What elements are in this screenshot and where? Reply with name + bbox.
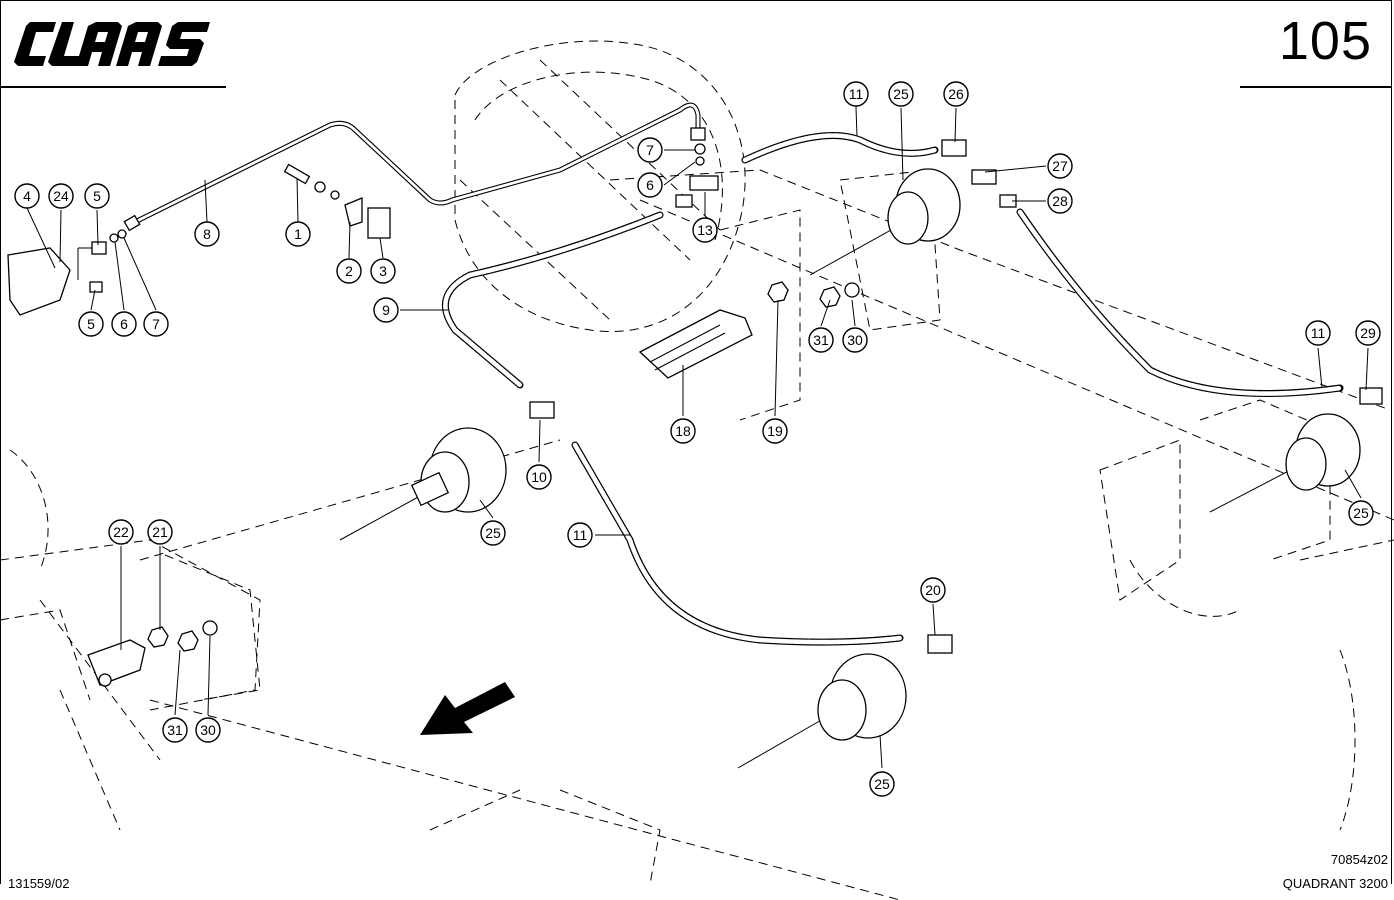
svg-text:7: 7: [646, 142, 654, 158]
callout-9: 9: [373, 297, 399, 323]
callout-30: 30: [842, 327, 868, 353]
svg-text:19: 19: [767, 423, 783, 439]
callout-4: 4: [14, 183, 40, 209]
clevis-18: [638, 309, 753, 379]
callout-28: 28: [1047, 188, 1073, 214]
svg-text:6: 6: [120, 316, 128, 332]
svg-text:1: 1: [294, 226, 302, 242]
travel-direction-arrow-icon: [420, 682, 515, 735]
svg-text:18: 18: [675, 423, 691, 439]
svg-text:25: 25: [874, 776, 890, 792]
callout-7: 7: [143, 311, 169, 337]
svg-text:11: 11: [849, 86, 864, 102]
callout-7: 7: [637, 137, 663, 163]
svg-text:26: 26: [948, 86, 964, 102]
leader-lines: [26, 99, 1369, 769]
header-rule-left: [0, 86, 226, 88]
header-rule-right: [1240, 86, 1392, 88]
svg-text:5: 5: [87, 316, 95, 332]
brand-logo: [14, 22, 210, 66]
callout-27: 27: [1047, 153, 1073, 179]
svg-text:27: 27: [1052, 158, 1068, 174]
svg-text:2: 2: [345, 263, 353, 279]
brake-pipe-8: [123, 102, 706, 232]
brake-chamber-bottom: [737, 653, 907, 769]
svg-text:30: 30: [200, 722, 216, 738]
svg-text:24: 24: [53, 188, 69, 204]
svg-text:11: 11: [573, 527, 588, 543]
callout-5: 5: [78, 311, 104, 337]
callout-30: 30: [195, 717, 221, 743]
callout-21: 21: [147, 519, 173, 545]
brake-hoses: [442, 132, 1344, 646]
brake-chamber-right: [1209, 413, 1361, 513]
svg-text:7: 7: [152, 316, 160, 332]
callout-19: 19: [762, 418, 788, 444]
callout-26: 26: [943, 81, 969, 107]
page-number: 105: [1278, 11, 1372, 71]
svg-text:6: 6: [646, 177, 654, 193]
callout-31: 31: [808, 327, 834, 353]
callout-29: 29: [1355, 320, 1381, 346]
svg-text:3: 3: [379, 263, 387, 279]
svg-text:28: 28: [1052, 193, 1068, 209]
svg-text:8: 8: [203, 226, 211, 242]
callout-10: 10: [526, 464, 552, 490]
svg-text:30: 30: [847, 332, 863, 348]
callout-13: 13: [692, 217, 718, 243]
svg-text:25: 25: [1353, 505, 1369, 521]
callout-11: 11: [567, 522, 593, 548]
callout-6: 6: [111, 311, 137, 337]
callout-6: 6: [637, 172, 663, 198]
machine-model-name: QUADRANT 3200: [1282, 876, 1388, 891]
svg-text:9: 9: [382, 302, 390, 318]
svg-text:25: 25: [485, 525, 501, 541]
svg-text:25: 25: [893, 86, 909, 102]
document-number: 131559/02: [8, 876, 70, 891]
brake-chamber-left: [339, 427, 507, 541]
callout-11: 11: [1305, 320, 1331, 346]
callout-25: 25: [480, 520, 506, 546]
clevis-22: [87, 639, 146, 687]
callout-5: 5: [84, 183, 110, 209]
callout-25: 25: [1348, 500, 1374, 526]
svg-text:22: 22: [113, 524, 129, 540]
svg-text:31: 31: [813, 332, 829, 348]
callout-2: 2: [336, 258, 362, 284]
callout-20: 20: [920, 577, 946, 603]
brake-chamber-top: [809, 168, 961, 276]
small-fittings: [7, 139, 1383, 654]
callout-25: 25: [888, 81, 914, 107]
machine-outline-dashed: [0, 40, 1394, 900]
callout-25: 25: [869, 771, 895, 797]
svg-text:13: 13: [697, 222, 713, 238]
svg-text:11: 11: [1311, 325, 1326, 341]
svg-text:21: 21: [152, 524, 168, 540]
svg-text:31: 31: [167, 722, 183, 738]
drawing-reference-code: 70854z02: [1330, 852, 1388, 867]
svg-text:29: 29: [1360, 325, 1376, 341]
callout-24: 24: [48, 183, 74, 209]
callout-3: 3: [370, 258, 396, 284]
svg-text:20: 20: [925, 582, 941, 598]
callout-18: 18: [670, 418, 696, 444]
callout-8: 8: [194, 221, 220, 247]
callout-31: 31: [162, 717, 188, 743]
svg-text:10: 10: [531, 469, 547, 485]
svg-text:4: 4: [23, 188, 31, 204]
callout-11: 11: [843, 81, 869, 107]
svg-text:5: 5: [93, 188, 101, 204]
callout-22: 22: [108, 519, 134, 545]
callout-1: 1: [285, 221, 311, 247]
